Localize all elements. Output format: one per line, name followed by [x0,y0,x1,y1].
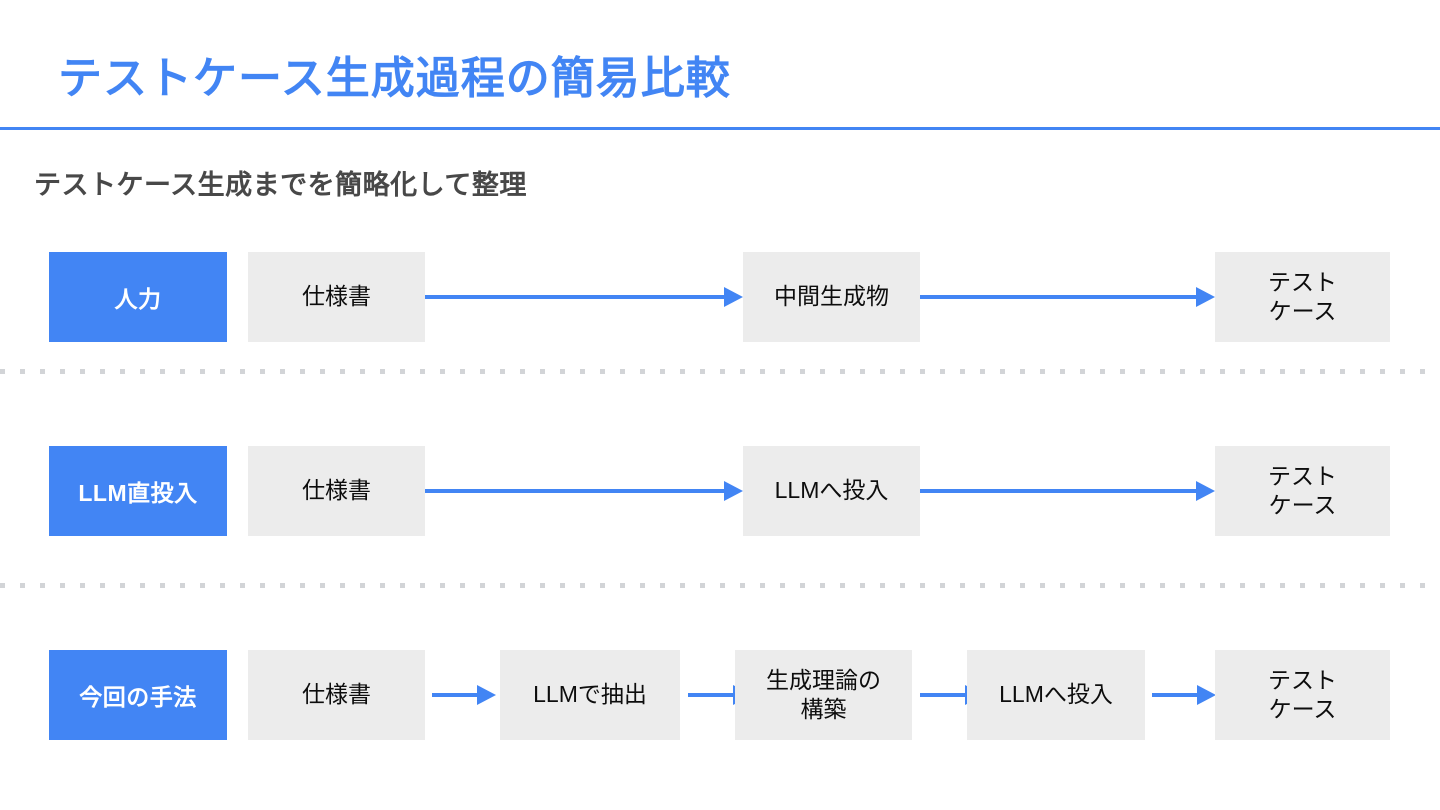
arrow-right-icon [432,685,496,705]
step-box-spec: 仕様書 [248,650,425,740]
title-divider-rule [0,127,1440,130]
step-box-spec: 仕様書 [248,252,425,342]
step-box-testcase: テスト ケース [1215,650,1390,740]
arrow-right-icon [920,287,1215,307]
step-box-testcase: テスト ケース [1215,446,1390,536]
arrow-right-icon [1152,685,1216,705]
step-box-intermediate: 中間生成物 [743,252,920,342]
row-divider-2 [0,583,1440,588]
flow-row-jinriki: 人力 仕様書 中間生成物 テスト ケース [0,252,1440,342]
step-box-testcase: テスト ケース [1215,252,1390,342]
row-label-jinriki: 人力 [49,252,227,342]
step-box-llm-input: LLMへ投入 [743,446,920,536]
row-divider-1 [0,369,1440,374]
arrow-right-icon [425,481,743,501]
slide-subtitle: テストケース生成までを簡略化して整理 [34,170,527,200]
step-box-llm-extract: LLMで抽出 [500,650,680,740]
step-box-spec: 仕様書 [248,446,425,536]
flow-row-llm-direct: LLM直投入 仕様書 LLMへ投入 テスト ケース [0,446,1440,536]
flow-row-proposed: 今回の手法 仕様書 LLMで抽出 生成理論の 構築 LLMへ投入 テスト ケース [0,650,1440,740]
step-box-theory-construction: 生成理論の 構築 [735,650,912,740]
arrow-right-icon [920,481,1215,501]
page-title: テストケース生成過程の簡易比較 [58,54,731,103]
row-label-llm-direct: LLM直投入 [49,446,227,536]
row-label-proposed: 今回の手法 [49,650,227,740]
step-box-llm-input: LLMへ投入 [967,650,1145,740]
arrow-right-icon [425,287,743,307]
